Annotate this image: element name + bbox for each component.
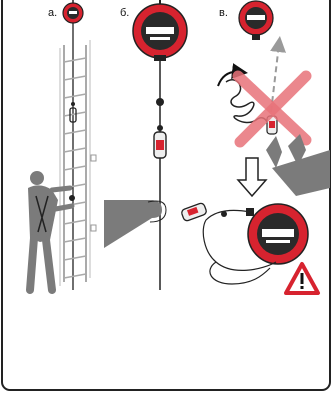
- hook-b: [154, 125, 166, 158]
- cable-stopper-ball: [156, 98, 164, 106]
- arm-b: [104, 200, 166, 248]
- warning-triangle-icon: [286, 264, 318, 293]
- climber-person: [28, 171, 75, 290]
- hands-releasing: [266, 134, 330, 196]
- fall-arrester-device-c-bottom: [246, 204, 308, 264]
- panel-c: [181, 1, 330, 293]
- panel-a: [28, 0, 96, 290]
- panel-b: [104, 0, 187, 290]
- fall-arrester-device-c-top: [239, 1, 273, 40]
- hook-c-bottom: [181, 202, 208, 221]
- ladder: [60, 40, 96, 286]
- cable-stopper-ball-c: [221, 211, 227, 217]
- down-arrow-icon: [238, 158, 266, 196]
- fall-arrester-device-small: [63, 0, 83, 23]
- fall-arrester-device-b: [133, 0, 187, 61]
